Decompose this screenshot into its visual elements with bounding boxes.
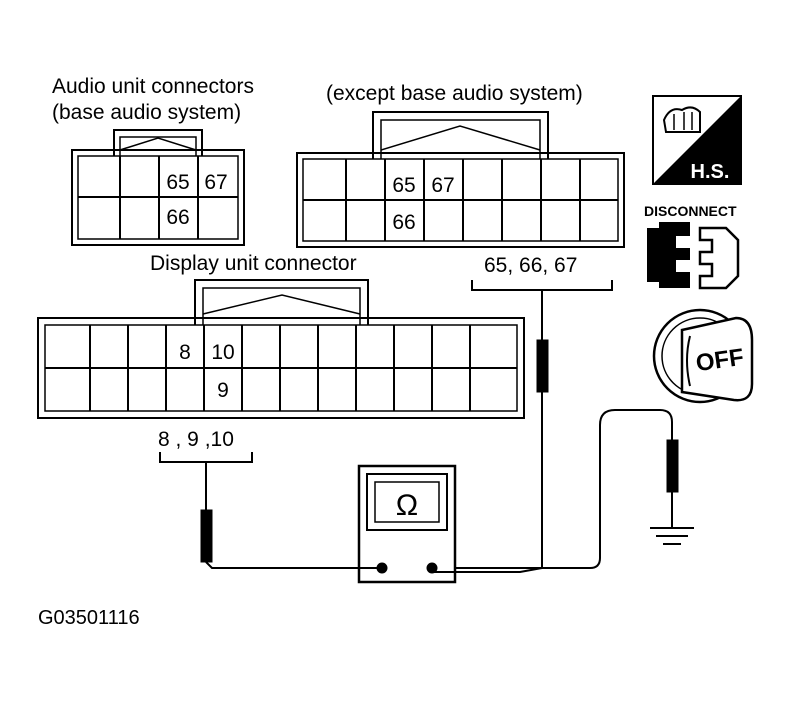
audio-base-title-line2: (base audio system) xyxy=(52,101,241,124)
except-pin-66: 66 xyxy=(392,211,415,234)
off-key-label: OFF xyxy=(694,344,745,377)
display-unit-connector xyxy=(37,279,525,419)
base-pin-67: 67 xyxy=(204,171,227,194)
hs-badge-label: H.S. xyxy=(691,161,730,183)
figure-code: G03501116 xyxy=(38,607,140,629)
probe-left xyxy=(200,472,382,569)
hand-service-icon xyxy=(652,95,742,185)
ground-lead xyxy=(455,409,679,569)
base-pin-66: 66 xyxy=(166,206,189,229)
disconnect-label: DISCONNECT xyxy=(644,203,737,219)
except-pins-label: 65, 66, 67 xyxy=(484,254,577,277)
base-audio-connector xyxy=(71,129,245,246)
display-pins-bracket xyxy=(159,452,253,463)
except-pin-67: 67 xyxy=(431,174,454,197)
probe-right xyxy=(432,300,549,573)
ohmmeter-icon xyxy=(357,464,457,584)
display-pins-label: 8 , 9 ,10 xyxy=(158,428,234,451)
ignition-off-icon xyxy=(652,308,754,404)
base-pin-65: 65 xyxy=(166,171,189,194)
display-pin-8: 8 xyxy=(179,341,191,364)
display-pin-10: 10 xyxy=(211,341,234,364)
except-pin-65: 65 xyxy=(392,174,415,197)
ground-icon xyxy=(650,527,694,545)
ohm-symbol: Ω xyxy=(396,489,418,522)
display-pin-9: 9 xyxy=(217,379,229,402)
disconnect-connector-icon xyxy=(647,222,740,290)
audio-except-title: (except base audio system) xyxy=(326,82,583,105)
except-audio-connector xyxy=(296,111,625,248)
except-pins-bracket xyxy=(471,280,613,291)
display-connector-title: Display unit connector xyxy=(150,252,357,275)
audio-base-title-line1: Audio unit connectors xyxy=(52,75,254,98)
